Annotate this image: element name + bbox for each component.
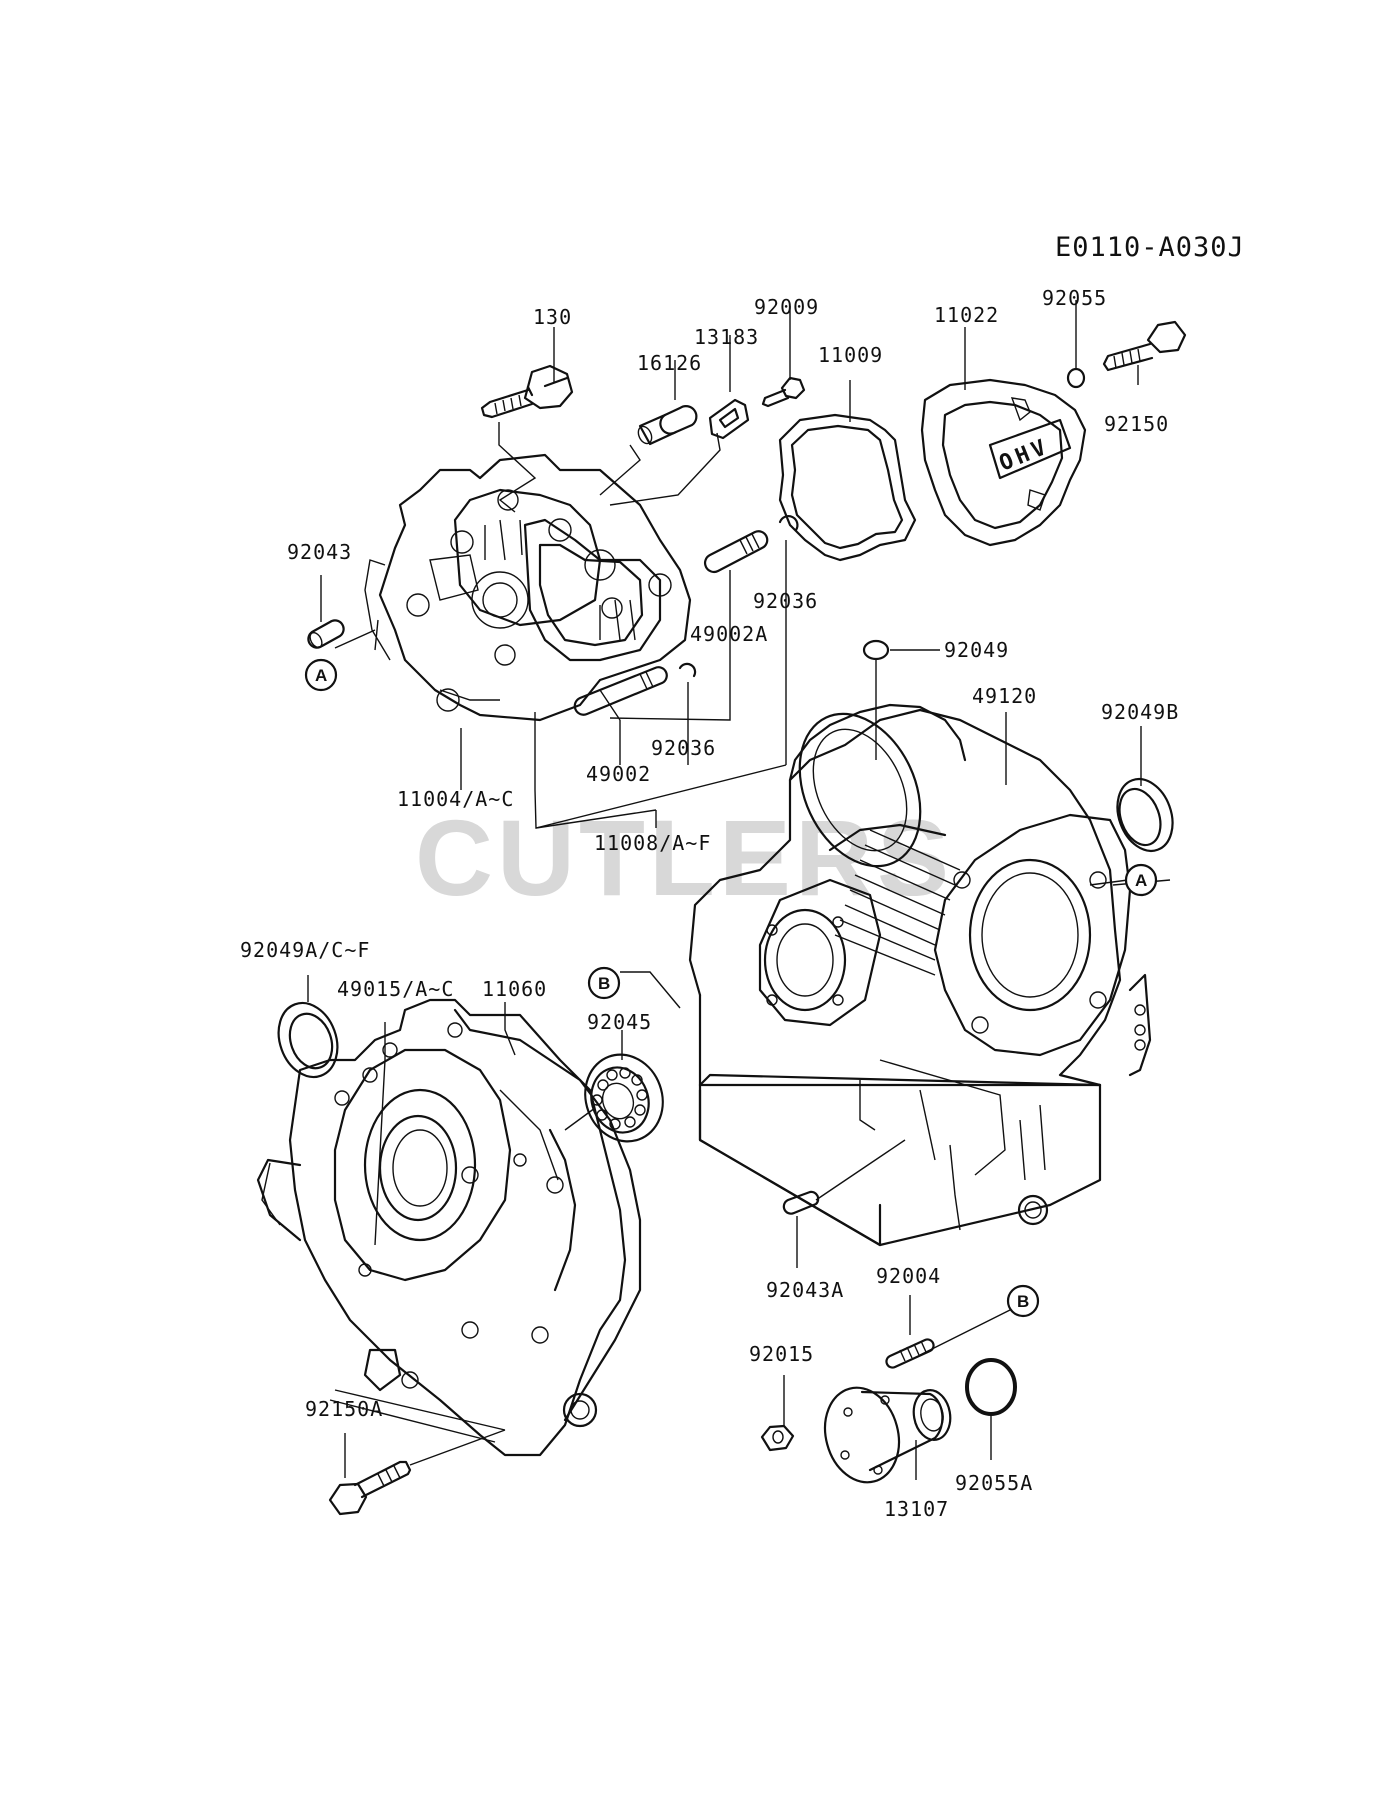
oring-92055A: [965, 1358, 1017, 1416]
label-92009: 92009: [754, 295, 819, 319]
label-49015: 49015/A~C: [337, 977, 454, 1001]
watermark: CUTLERS: [415, 797, 953, 918]
label-92036-upper: 92036: [753, 589, 818, 613]
circlip-92036-upper: [778, 515, 799, 532]
label-92004: 92004: [876, 1264, 941, 1288]
ref-b-right: B: [1006, 1284, 1040, 1318]
label-49002: 49002: [586, 762, 651, 786]
label-92043A: 92043A: [766, 1278, 844, 1302]
nut-92015: [760, 1424, 795, 1452]
label-92055A: 92055A: [955, 1471, 1033, 1495]
diagram-code: E0110-A030J: [1055, 232, 1245, 263]
circlip-92036-lower: [678, 662, 697, 678]
crankcase-cover: [256, 998, 642, 1457]
label-11004: 11004/A~C: [397, 787, 514, 811]
label-11008: 11008/A~F: [594, 831, 711, 855]
ref-a-left: A: [304, 658, 338, 692]
label-92150: 92150: [1104, 412, 1169, 436]
label-92045: 92045: [587, 1010, 652, 1034]
label-130: 130: [533, 305, 572, 329]
bolt-92150A: [328, 1460, 412, 1516]
oil-seal-92049B: [1116, 778, 1174, 852]
svg-text:B: B: [1017, 1292, 1029, 1311]
label-92049A: 92049A/C~F: [240, 938, 370, 962]
rocker-cover-11022: OHV: [920, 378, 1087, 547]
dowel-92043: [307, 619, 345, 649]
svg-text:A: A: [1135, 871, 1147, 890]
label-92015: 92015: [749, 1342, 814, 1366]
shaft-13107: [823, 1386, 952, 1484]
plug-92049: [862, 639, 890, 661]
label-11060: 11060: [482, 977, 547, 1001]
gasket-13183: [708, 398, 750, 440]
label-92049B: 92049B: [1101, 700, 1179, 724]
bearing-92045: [584, 1053, 664, 1143]
label-92055: 92055: [1042, 286, 1107, 310]
screw-92009: [761, 376, 806, 408]
oil-seal-92049A: [277, 1001, 339, 1079]
dowel-92043A: [782, 1190, 820, 1215]
label-49002A: 49002A: [690, 622, 768, 646]
cylinder-block: [688, 703, 1152, 1247]
ref-a-right: A: [1124, 863, 1158, 897]
rocker-gasket-11009: [778, 413, 917, 562]
label-92043: 92043: [287, 540, 352, 564]
svg-text:A: A: [315, 666, 327, 685]
cylinder-head: [364, 453, 692, 722]
label-49120: 49120: [972, 684, 1037, 708]
washer-92055: [1066, 367, 1086, 389]
label-13183: 13183: [694, 325, 759, 349]
ref-b-left: B: [587, 966, 621, 1000]
stud-92004: [885, 1338, 935, 1369]
valve-guide-49002: [573, 666, 668, 716]
label-92049: 92049: [944, 638, 1009, 662]
label-11022: 11022: [934, 303, 999, 327]
label-92036-lower: 92036: [651, 736, 716, 760]
dowel-16126: [637, 405, 698, 446]
cover-badge: [988, 418, 1072, 480]
bolt-92150: [1102, 320, 1187, 372]
svg-text:B: B: [598, 974, 610, 993]
bolt-130: [480, 364, 574, 419]
valve-guide-49002A: [703, 530, 769, 574]
label-92150A: 92150A: [305, 1397, 383, 1421]
label-13107: 13107: [884, 1497, 949, 1521]
label-16126: 16126: [637, 351, 702, 375]
leader-lines: [307, 300, 1171, 1480]
label-11009: 11009: [818, 343, 883, 367]
